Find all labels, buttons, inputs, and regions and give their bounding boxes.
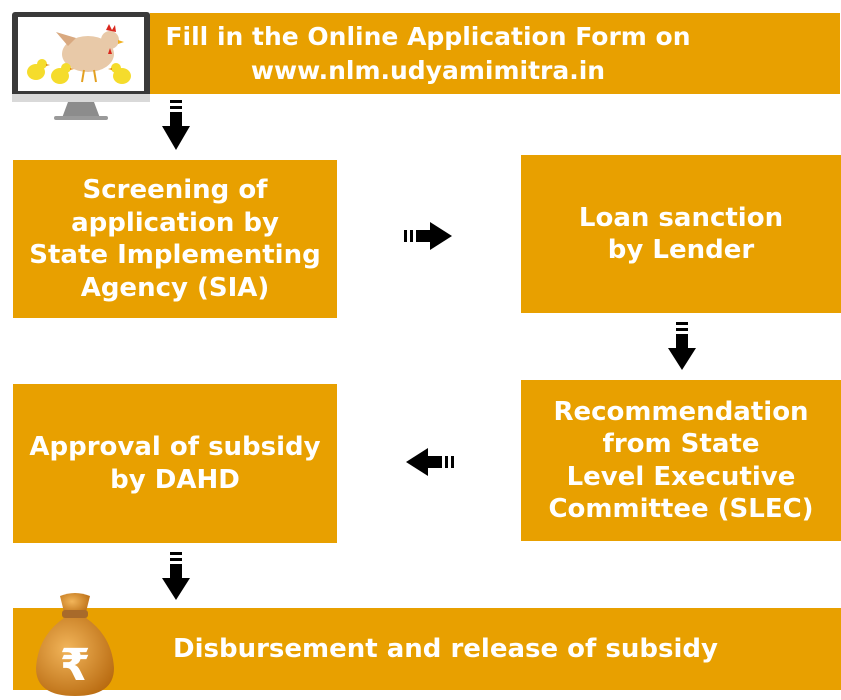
step-fill-application-text: Fill in the Online Application Form on w… [158,20,698,88]
step-approval-line2: by DAHD [110,464,240,495]
step-slec-recommendation-text: Recommendation from State Level Executiv… [548,396,813,526]
rupee-symbol: ₹ [60,640,91,691]
step-slec-recommendation: Recommendation from State Level Executiv… [521,380,841,541]
step-approval-by-dahd: Approval of subsidy by DAHD [13,384,337,543]
arrow-down-icon [162,100,190,150]
step-approval-by-dahd-text: Approval of subsidy by DAHD [29,431,320,496]
step-slec-line2: from State [602,429,760,459]
step-fill-application: Fill in the Online Application Form on w… [150,13,840,94]
step-loan-sanction-line1: Loan sanction [578,202,784,233]
step-screening-by-sia-text: Screening of application by State Implem… [29,174,320,304]
rupee-money-bag-icon: ₹ [36,593,114,696]
step-screening-line3: State Implementing [29,240,321,270]
step-slec-line1: Recommendation [553,396,809,427]
step-loan-sanction-text: Loan sanction by Lender [579,202,783,267]
arrow-left-icon [406,448,454,476]
step-disbursement-text: Disbursement and release of subsidy [173,633,718,664]
step-screening-line2: application by [71,207,279,238]
step-slec-line4: Committee (SLEC) [548,494,814,524]
arrow-down-icon [162,552,190,600]
computer-monitor-with-chickens-icon [12,12,150,120]
step-loan-sanction-line2: by Lender [607,235,755,265]
step-disbursement: Disbursement and release of subsidy [13,608,841,690]
step-screening-by-sia: Screening of application by State Implem… [13,160,337,318]
arrow-right-icon [404,222,452,250]
step-approval-line1: Approval of subsidy [29,432,321,462]
step-slec-line3: Level Executive [566,461,796,492]
step-fill-application-url: www.nlm.udyamimitra.in [250,55,606,85]
step-screening-line1: Screening of [82,175,268,205]
step-loan-sanction: Loan sanction by Lender [521,155,841,313]
step-fill-application-line1: Fill in the Online Application Form on [165,21,691,51]
step-screening-line4: Agency (SIA) [80,272,270,303]
arrow-down-icon [668,322,696,370]
